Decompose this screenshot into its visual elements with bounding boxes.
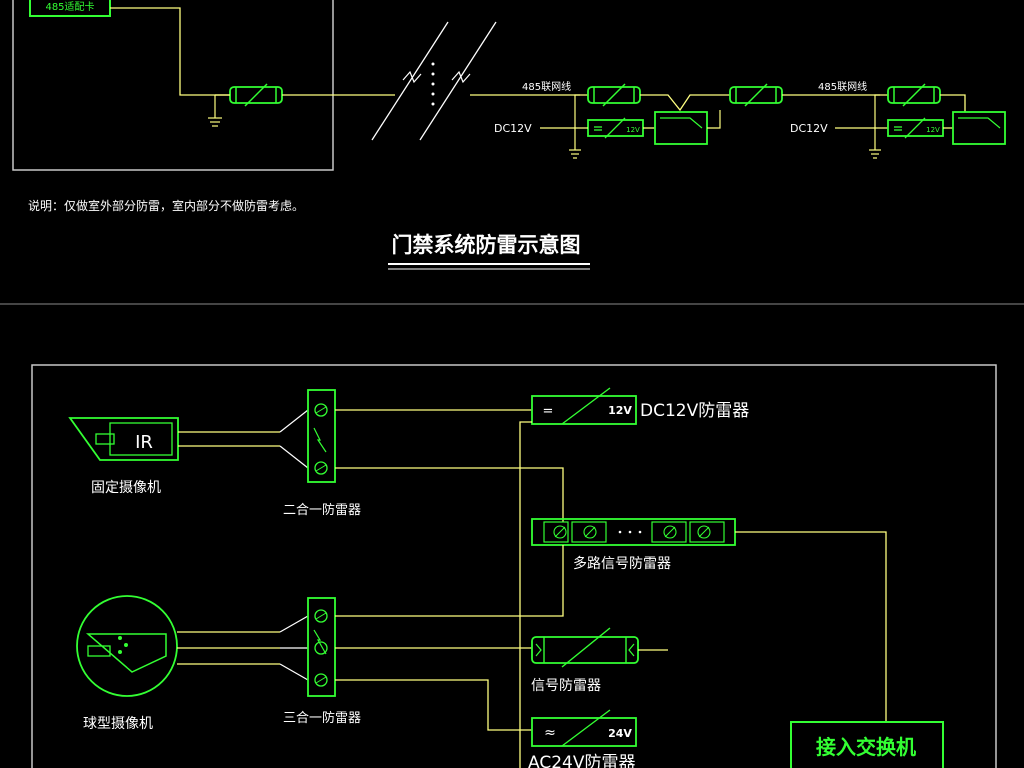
fixed-camera-label: 固定摄像机 xyxy=(91,480,161,496)
ground-icon xyxy=(869,149,881,159)
three-in-one-label: 三合一防雷器 xyxy=(283,710,361,726)
access-switch-label: 接入交换机 xyxy=(816,735,916,759)
dome-camera-label: 球型摄像机 xyxy=(83,716,153,732)
dome-camera-icon xyxy=(76,595,178,697)
controller-box xyxy=(12,0,334,171)
adapter-wire xyxy=(110,7,230,96)
two-in-one-label: 二合一防雷器 xyxy=(283,502,361,518)
note-text: 说明：仅做室外部分防雷，室内部分不做防雷考虑。 xyxy=(28,198,304,213)
multi-signal-label: 多路信号防雷器 xyxy=(573,555,671,572)
link-label-1: 485联网线 xyxy=(522,80,571,93)
dc-protector-1: 12V xyxy=(587,117,644,139)
page-title: 门禁系统防雷示意图 xyxy=(392,233,581,257)
fixed-camera-icon xyxy=(68,417,179,461)
dc-protector-2: 12V xyxy=(887,117,944,139)
ground-icon xyxy=(208,95,222,127)
signal-arrester-label: 信号防雷器 xyxy=(531,678,601,694)
dc-label-1: DC12V xyxy=(494,122,532,135)
svg-text:12V: 12V xyxy=(626,126,640,134)
svg-text:12V: 12V xyxy=(926,126,940,134)
ac-symbol: ≈ xyxy=(544,725,556,741)
protector-tube-1 xyxy=(229,83,283,107)
ir-label: IR xyxy=(135,432,153,453)
dc-label-2: DC12V xyxy=(790,122,828,135)
reader-device-2 xyxy=(952,111,1006,145)
reader-device-1 xyxy=(654,111,708,145)
ground-icon xyxy=(569,149,581,159)
two-in-one-arrester xyxy=(307,389,336,483)
dc-symbol: = xyxy=(543,404,554,419)
multi-signal-arrester xyxy=(531,518,736,546)
protector-tube-4 xyxy=(887,83,941,107)
ac24v-rating: 24V xyxy=(608,727,632,740)
system-frame xyxy=(31,364,997,768)
break-line-1 xyxy=(371,21,449,141)
continuation-dots xyxy=(431,62,435,106)
ac24v-arrester-label: AC24V防雷器 xyxy=(528,753,635,768)
ac24v-arrester xyxy=(531,709,637,747)
adapter-card-label: 485适配卡 xyxy=(45,0,94,13)
access-switch-box xyxy=(790,721,944,768)
dc12v-arrester xyxy=(531,387,637,425)
protector-tube-2 xyxy=(587,83,641,107)
adapter-card-box xyxy=(29,0,111,17)
dc12v-rating: 12V xyxy=(608,404,632,417)
dc12v-arrester-label: DC12V防雷器 xyxy=(640,401,749,421)
three-in-one-arrester xyxy=(307,597,336,697)
signal-arrester xyxy=(531,627,639,668)
power-bus xyxy=(519,421,532,768)
break-line-2 xyxy=(419,21,497,141)
link-label-2: 485联网线 xyxy=(818,80,867,93)
protector-tube-3 xyxy=(729,83,783,107)
